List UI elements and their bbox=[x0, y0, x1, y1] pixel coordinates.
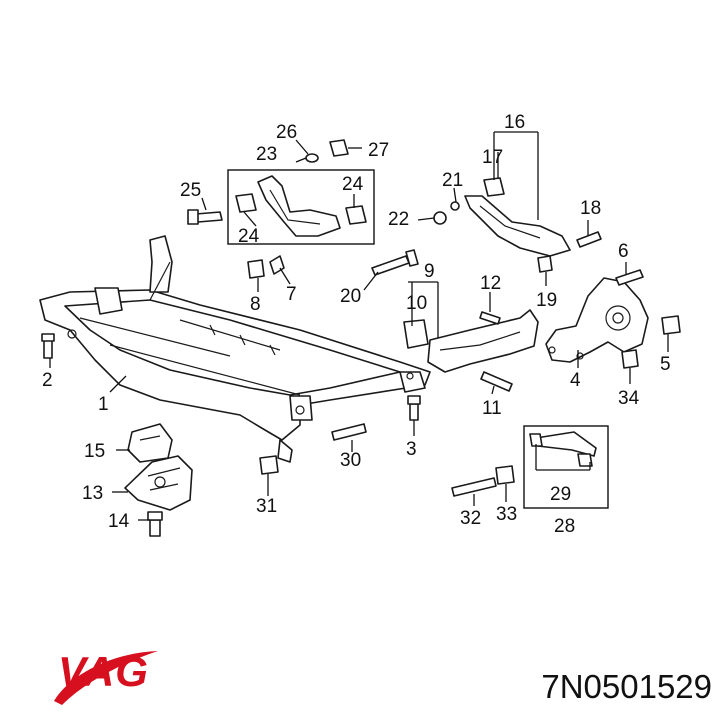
callout-25: 25 bbox=[180, 180, 201, 201]
callout-7: 7 bbox=[286, 284, 297, 305]
callout-31: 31 bbox=[256, 496, 277, 517]
vag-logo-swoosh bbox=[54, 651, 158, 705]
callout-24-right: 24 bbox=[342, 174, 364, 195]
callout-27: 27 bbox=[368, 140, 389, 161]
callout-28: 28 bbox=[554, 516, 575, 537]
callout-23: 23 bbox=[256, 144, 277, 165]
callout-8: 8 bbox=[250, 294, 261, 315]
callout-32: 32 bbox=[460, 508, 481, 529]
vag-logo-text: VAG bbox=[58, 648, 149, 695]
wheel-bearing-housing-part bbox=[545, 277, 649, 363]
callout-3: 3 bbox=[406, 439, 417, 460]
callout-21: 21 bbox=[442, 170, 463, 191]
callout-5: 5 bbox=[660, 354, 671, 375]
control-arm-small-part bbox=[529, 431, 597, 467]
callout-22: 22 bbox=[388, 209, 409, 230]
part-number: 7N0501529 bbox=[541, 668, 712, 705]
assembly-23-box bbox=[227, 169, 375, 245]
leader-lines bbox=[49, 139, 669, 521]
callout-34: 34 bbox=[618, 388, 640, 409]
mount-bracket-part bbox=[124, 455, 193, 511]
callout-15: 15 bbox=[84, 441, 105, 462]
subframe-part bbox=[39, 235, 431, 463]
rubber-mount-part bbox=[127, 423, 173, 463]
callout-18: 18 bbox=[580, 198, 601, 219]
callout-6: 6 bbox=[618, 241, 629, 262]
callout-4: 4 bbox=[570, 370, 581, 391]
bolt-parts bbox=[41, 209, 644, 537]
callout-11: 11 bbox=[482, 398, 502, 419]
callout-20: 20 bbox=[340, 286, 361, 307]
bushing-parts bbox=[235, 139, 681, 485]
callout-29: 29 bbox=[550, 484, 571, 505]
callout-labels: 1 2 3 4 5 6 7 8 9 10 11 12 13 14 15 16 1… bbox=[42, 112, 671, 537]
callout-2: 2 bbox=[42, 370, 53, 391]
callout-30: 30 bbox=[340, 450, 361, 471]
callout-14: 14 bbox=[108, 511, 130, 532]
assembly-28-box bbox=[523, 425, 609, 509]
lower-control-arm-part bbox=[464, 195, 571, 257]
upper-control-arm-part bbox=[257, 175, 341, 237]
callout-33: 33 bbox=[496, 504, 517, 525]
callout-17: 17 bbox=[482, 147, 503, 168]
callout-9: 9 bbox=[424, 261, 435, 282]
callout-10: 10 bbox=[406, 293, 427, 314]
trailing-arm-part bbox=[427, 309, 539, 373]
callout-26: 26 bbox=[276, 122, 297, 143]
callout-1: 1 bbox=[98, 394, 109, 415]
callout-12: 12 bbox=[480, 273, 501, 294]
callout-19: 19 bbox=[536, 290, 557, 311]
callout-16: 16 bbox=[504, 112, 525, 133]
callout-13: 13 bbox=[82, 483, 103, 504]
callout-24-left: 24 bbox=[238, 226, 260, 247]
